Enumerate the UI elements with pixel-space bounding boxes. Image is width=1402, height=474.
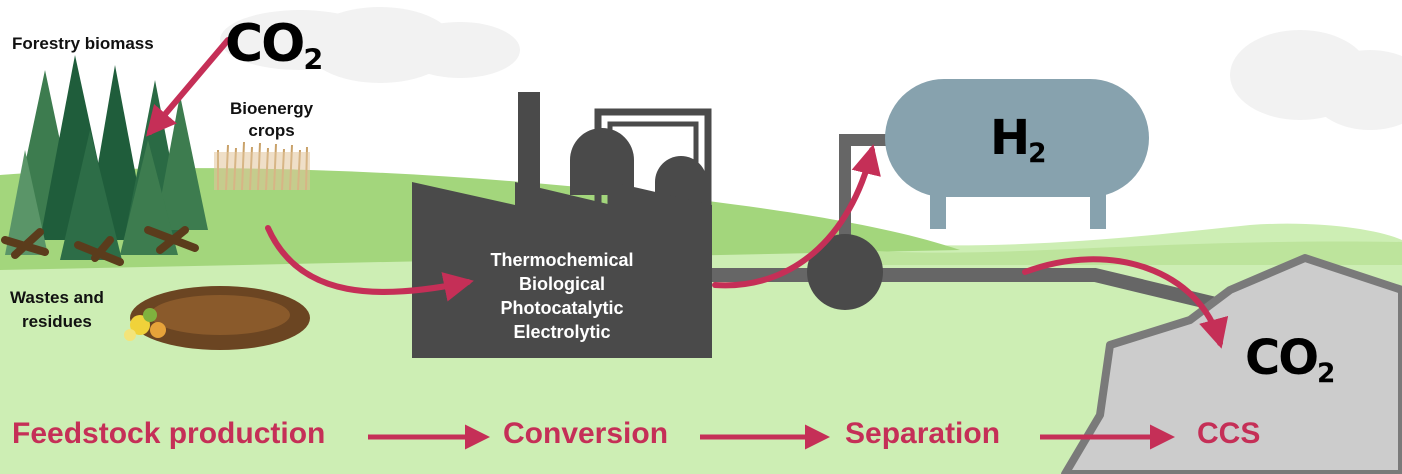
forestry-biomass-label: Forestry biomass [12, 34, 154, 53]
logs [1, 226, 199, 266]
conversion-processes: Thermochemical Biological Photocatalytic… [412, 248, 712, 344]
process-thermochemical: Thermochemical [490, 250, 634, 270]
stage-feedstock-production: Feedstock production [12, 417, 326, 450]
co2-capture-arrow [146, 37, 231, 137]
bioenergy-crops [214, 141, 310, 191]
cloud-right [1230, 30, 1402, 130]
forest-trees [5, 55, 208, 260]
process-biological: Biological [518, 274, 605, 294]
factory [412, 92, 712, 358]
cloud-left [220, 7, 520, 83]
pipes [712, 134, 1222, 312]
stage-separation: Separation [845, 417, 1001, 450]
feedstock-arrow [265, 225, 474, 302]
ccs-rock [1061, 254, 1402, 474]
stage-conversion: Conversion [503, 417, 669, 450]
co2-stored-label: CO2 [1245, 330, 1336, 389]
process-photocatalytic: Photocatalytic [500, 298, 624, 318]
hydrogen-arrow [712, 144, 881, 289]
process-electrolytic: Electrolytic [513, 322, 611, 342]
co2-atmospheric-label: CO2 [225, 14, 324, 77]
bioenergy-crops-label: Bioenergy crops [230, 99, 314, 140]
flow-arrows [146, 37, 1229, 349]
waste-pile [124, 286, 310, 350]
stage-ccs: CCS [1197, 417, 1261, 450]
wastes-residues-label: Wastes and residues [10, 288, 104, 331]
co2-storage-arrow [1022, 256, 1229, 349]
hydrogen-tank [885, 79, 1149, 229]
h2-label: H2 [990, 110, 1047, 169]
